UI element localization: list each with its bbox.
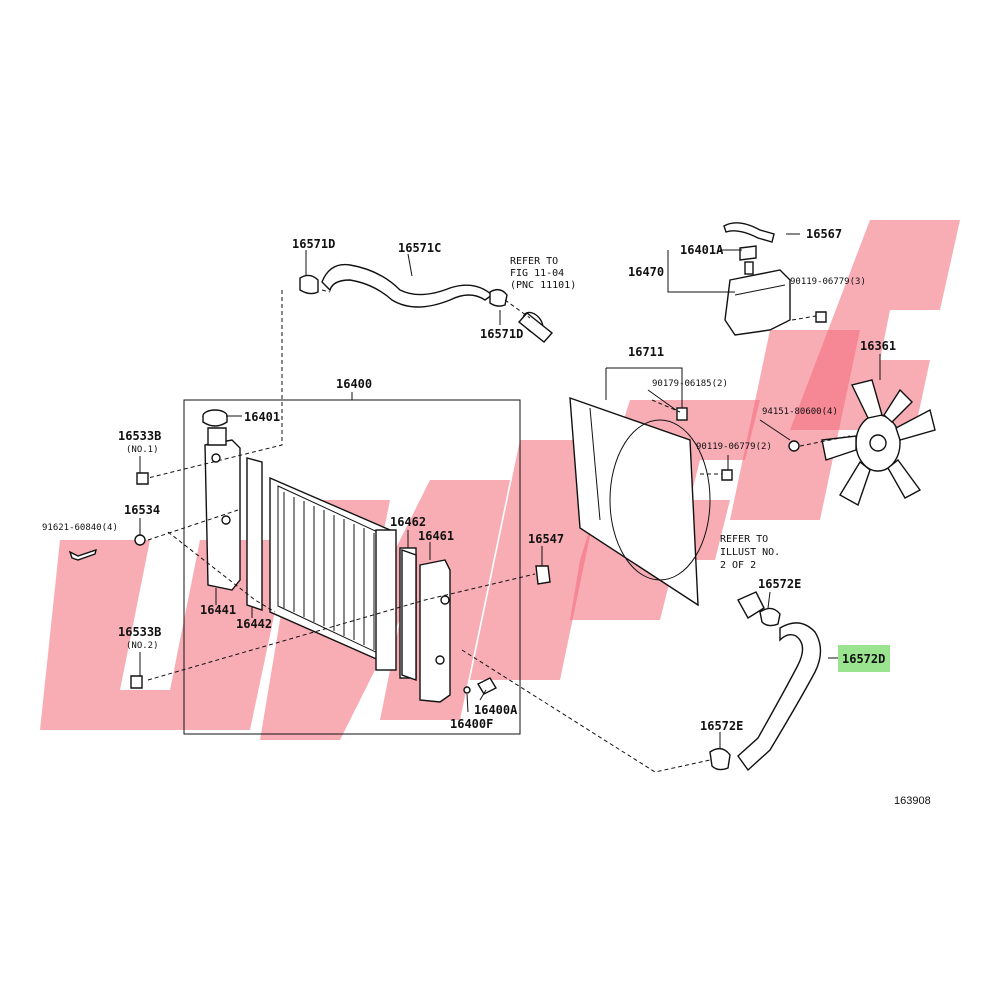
left-tank-16441 [204, 427, 241, 591]
label-16401A[interactable]: 16401A [680, 243, 724, 257]
label-16572E-a[interactable]: 16572E [758, 577, 801, 591]
label-91621[interactable]: 91621-60840(4) [42, 523, 118, 533]
gasket-16462 [401, 549, 417, 681]
label-16400A[interactable]: 16400A [474, 703, 518, 717]
label-16533B-no1[interactable]: 16533B [118, 429, 161, 443]
washer-16534 [134, 534, 146, 546]
radiator-cap-16401 [202, 409, 228, 427]
label-16470[interactable]: 16470 [628, 265, 664, 279]
label-90179[interactable]: 90179-06185(2) [652, 379, 728, 389]
label-16401[interactable]: 16401 [244, 410, 280, 424]
note-refer-illust-line3: 2 OF 2 [720, 560, 756, 571]
reservoir-16470 [724, 269, 791, 336]
bolt-91621 [68, 548, 97, 561]
label-16534[interactable]: 16534 [124, 503, 160, 517]
label-16572D[interactable]: 16572D [842, 652, 885, 666]
lower-hose-16572D [737, 622, 822, 772]
label-16711[interactable]: 16711 [628, 345, 664, 359]
clamp-16572E-b [709, 747, 731, 771]
note-refer-illust-line1: REFER TO [720, 534, 768, 545]
nut-94151 [788, 440, 800, 452]
right-tank-16461 [419, 559, 451, 703]
fan-shroud-16711 [569, 396, 711, 607]
bolt-90119-b [721, 469, 733, 481]
label-16361[interactable]: 16361 [860, 339, 896, 353]
label-16572E-b[interactable]: 16572E [700, 719, 743, 733]
label-16461[interactable]: 16461 [418, 529, 454, 543]
bushing-lower-hose [737, 591, 765, 619]
clamp-16572E-a [759, 607, 781, 627]
label-16571D-a[interactable]: 16571D [292, 237, 335, 251]
label-16571C[interactable]: 16571C [398, 241, 441, 255]
bolt-16533B-no1 [136, 472, 149, 485]
note-refer-fig-line2: FIG 11-04 [510, 268, 564, 279]
label-16400F[interactable]: 16400F [450, 717, 493, 731]
label-94151[interactable]: 94151-80600(4) [762, 407, 838, 417]
label-90119-b[interactable]: 90119-06779(2) [696, 442, 772, 452]
label-16442[interactable]: 16442 [236, 617, 272, 631]
label-16547[interactable]: 16547 [528, 532, 564, 546]
label-16567[interactable]: 16567 [806, 227, 842, 241]
hose-16567 [723, 222, 775, 243]
label-16400[interactable]: 16400 [336, 377, 372, 391]
leader-lines [139, 233, 881, 748]
label-16571D-b[interactable]: 16571D [480, 327, 523, 341]
label-16533B-no2[interactable]: 16533B [118, 625, 161, 639]
label-16462[interactable]: 16462 [390, 515, 426, 529]
upper-hose-16571C [321, 263, 554, 343]
note-refer-fig-line1: REFER TO [510, 256, 558, 267]
bushing-16547 [535, 565, 551, 585]
gasket-16442 [246, 457, 263, 611]
note-refer-fig-line3: (PNC 11101) [510, 280, 576, 291]
drain-cock-16400A [463, 677, 497, 695]
clamp-16571D-b [489, 288, 508, 307]
highlight-16572D [838, 645, 890, 672]
diagram-id: 163908 [894, 795, 931, 807]
sublabel-no2: (NO.2) [126, 641, 159, 651]
clamp-16571D-a [299, 274, 319, 295]
bolt-90119-a [815, 311, 827, 323]
note-refer-illust-line2: ILLUST NO. [720, 547, 780, 558]
reservoir-cap-16401A [739, 245, 757, 275]
connection-lines [147, 289, 851, 773]
label-16441[interactable]: 16441 [200, 603, 236, 617]
label-90119-a[interactable]: 90119-06779(3) [790, 277, 866, 287]
fan-16361 [821, 379, 936, 507]
sublabel-no1: (NO.1) [126, 445, 159, 455]
bolt-16533B-no2 [130, 675, 143, 689]
